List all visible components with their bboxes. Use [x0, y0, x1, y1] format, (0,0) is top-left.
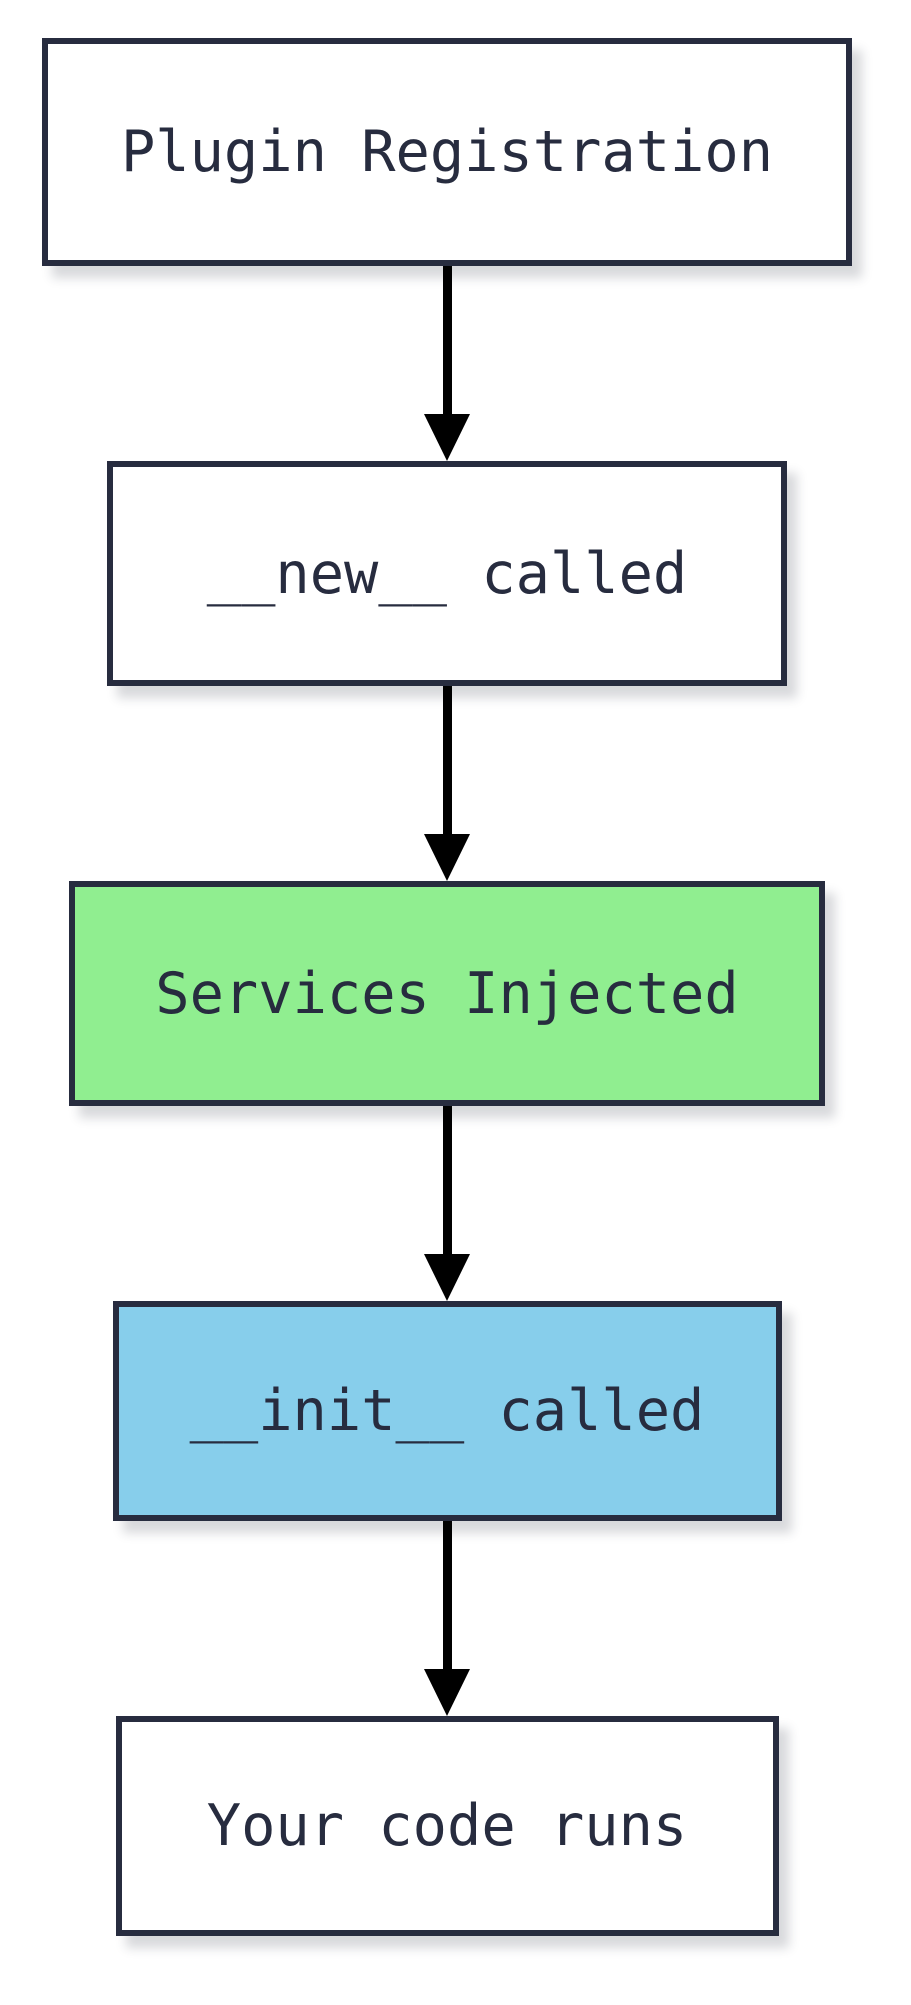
arrow-stem: [442, 686, 452, 834]
node-your-code-runs-label: Your code runs: [206, 1793, 688, 1859]
node-services-injected-label: Services Injected: [155, 960, 739, 1027]
down-arrow-icon: [424, 686, 470, 881]
arrow-head: [424, 834, 470, 881]
node-services-injected: Services Injected: [69, 881, 825, 1106]
node-plugin-registration: Plugin Registration: [42, 38, 852, 266]
node-plugin-registration-label: Plugin Registration: [120, 119, 774, 185]
node-new-called: __new__ called: [107, 461, 787, 686]
down-arrow-icon: [424, 266, 470, 461]
down-arrow-icon: [424, 1521, 470, 1716]
node-init-called: __init__ called: [112, 1301, 782, 1521]
down-arrow-icon: [424, 1106, 470, 1301]
arrow-head: [424, 1254, 470, 1301]
node-your-code-runs: Your code runs: [115, 1716, 779, 1936]
arrow-head: [424, 414, 470, 461]
node-init-called-label: __init__ called: [189, 1378, 705, 1444]
node-new-called-label: __new__ called: [206, 540, 688, 607]
arrow-stem: [442, 266, 452, 414]
arrow-stem: [442, 1521, 452, 1669]
arrow-head: [424, 1669, 470, 1716]
flowchart-column: Plugin Registration __new__ called Servi…: [0, 38, 894, 1936]
arrow-stem: [442, 1106, 452, 1254]
